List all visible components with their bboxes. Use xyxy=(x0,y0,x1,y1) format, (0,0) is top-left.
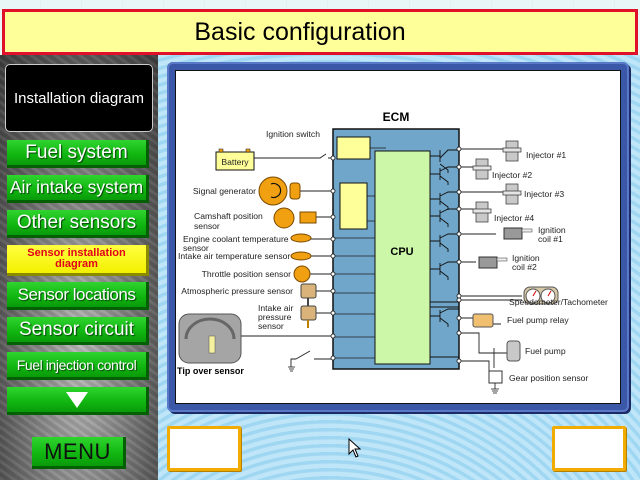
fuel-pump-relay-icon xyxy=(472,313,494,328)
fuel-pump-relay-label: Fuel pump relay xyxy=(507,315,569,325)
ground-icon xyxy=(491,383,499,394)
page-title: Basic configuration xyxy=(194,17,406,46)
ignition-coil-2-icon xyxy=(478,256,498,269)
nav-fuel-injection-control[interactable]: Fuel injection control xyxy=(7,352,149,380)
injector-2-label: Injector #2 xyxy=(492,170,532,180)
nav-sensor-circuit[interactable]: Sensor circuit xyxy=(7,317,149,345)
intake-pressure-label-2: pressure xyxy=(258,312,292,322)
ground-icon xyxy=(288,366,295,372)
ecm-title: ECM xyxy=(383,110,410,124)
scroll-down-button[interactable] xyxy=(7,387,149,415)
nav-fuel-system[interactable]: Fuel system xyxy=(7,140,149,168)
previous-page-box[interactable] xyxy=(167,426,241,471)
coolant-label-1: Engine coolant temperature xyxy=(183,234,289,244)
cpu-block xyxy=(374,150,431,365)
menu-button[interactable]: MENU xyxy=(32,437,126,469)
signal-generator-icon xyxy=(258,176,288,206)
atmospheric-sensor-icon xyxy=(300,283,317,299)
intake-temp-sensor-icon xyxy=(290,251,312,261)
ecm-internal-lines xyxy=(333,147,386,359)
ignition-coil-1-icon xyxy=(503,227,523,240)
page-title-bar: Basic configuration xyxy=(2,9,638,55)
ignition-switch-label: Ignition switch xyxy=(266,129,320,139)
signal-generator-label: Signal generator xyxy=(193,186,256,196)
intake-pressure-sensor-icon xyxy=(300,305,317,321)
throttle-sensor-icon xyxy=(293,265,311,283)
camshaft-label-2: sensor xyxy=(194,221,220,231)
input-circuit-block xyxy=(339,182,368,230)
fuel-pump-icon xyxy=(506,340,521,362)
nav-sensor-locations[interactable]: Sensor locations xyxy=(7,282,149,310)
injector-3-label: Injector #3 xyxy=(524,189,564,199)
tip-over-label: Tip over sensor xyxy=(177,366,244,376)
fuel-pump-label: Fuel pump xyxy=(525,346,566,356)
diagram-frame: ECM CPU xyxy=(167,62,629,412)
speedometer-label: Speedometer/Tachometer xyxy=(509,297,608,307)
camshaft-label-1: Camshaft position xyxy=(194,211,263,221)
power-circuit-block xyxy=(336,136,371,160)
coil-2-label-1: Ignition xyxy=(512,253,540,263)
installation-diagram: ECM CPU xyxy=(175,70,621,404)
gear-position-label: Gear position sensor xyxy=(509,373,588,383)
cpu-label: CPU xyxy=(390,246,413,258)
battery-label: Battery xyxy=(221,157,249,167)
nav-other-sensors[interactable]: Other sensors xyxy=(7,210,149,238)
gear-position-sensor-icon xyxy=(488,370,503,384)
injector-icons xyxy=(472,140,522,223)
coolant-label-2: sensor xyxy=(183,243,209,253)
down-triangle-icon xyxy=(65,391,88,408)
coil-2-label-2: coil #2 xyxy=(512,262,537,272)
output-transistors xyxy=(430,149,459,358)
injector-1-label: Injector #1 xyxy=(526,150,566,160)
sidebar-heading: Installation diagram xyxy=(5,64,153,132)
nav-air-intake-system[interactable]: Air intake system xyxy=(7,175,149,203)
injector-4-label: Injector #4 xyxy=(494,213,534,223)
throttle-label: Throttle position sensor xyxy=(202,269,291,279)
intake-pressure-label-1: Intake air xyxy=(258,303,293,313)
terminals xyxy=(330,146,462,364)
next-page-box[interactable] xyxy=(552,426,626,471)
coil-1-label-1: Ignition xyxy=(538,225,566,235)
mouse-cursor-icon xyxy=(348,438,362,458)
camshaft-sensor-icon xyxy=(273,207,295,229)
output-wires xyxy=(459,148,522,372)
intake-temp-label: Intake air temperature sensor xyxy=(178,251,290,261)
diagram-svg: ECM CPU xyxy=(177,110,608,394)
coolant-temp-sensor-icon xyxy=(290,233,312,243)
atmospheric-label: Atmospheric pressure sensor xyxy=(181,286,293,296)
coil-1-label-2: coil #1 xyxy=(538,234,563,244)
battery-icon xyxy=(215,151,255,171)
nav-sensor-installation-diagram[interactable]: Sensor installation diagram xyxy=(7,245,149,276)
intake-pressure-label-3: sensor xyxy=(258,321,284,331)
